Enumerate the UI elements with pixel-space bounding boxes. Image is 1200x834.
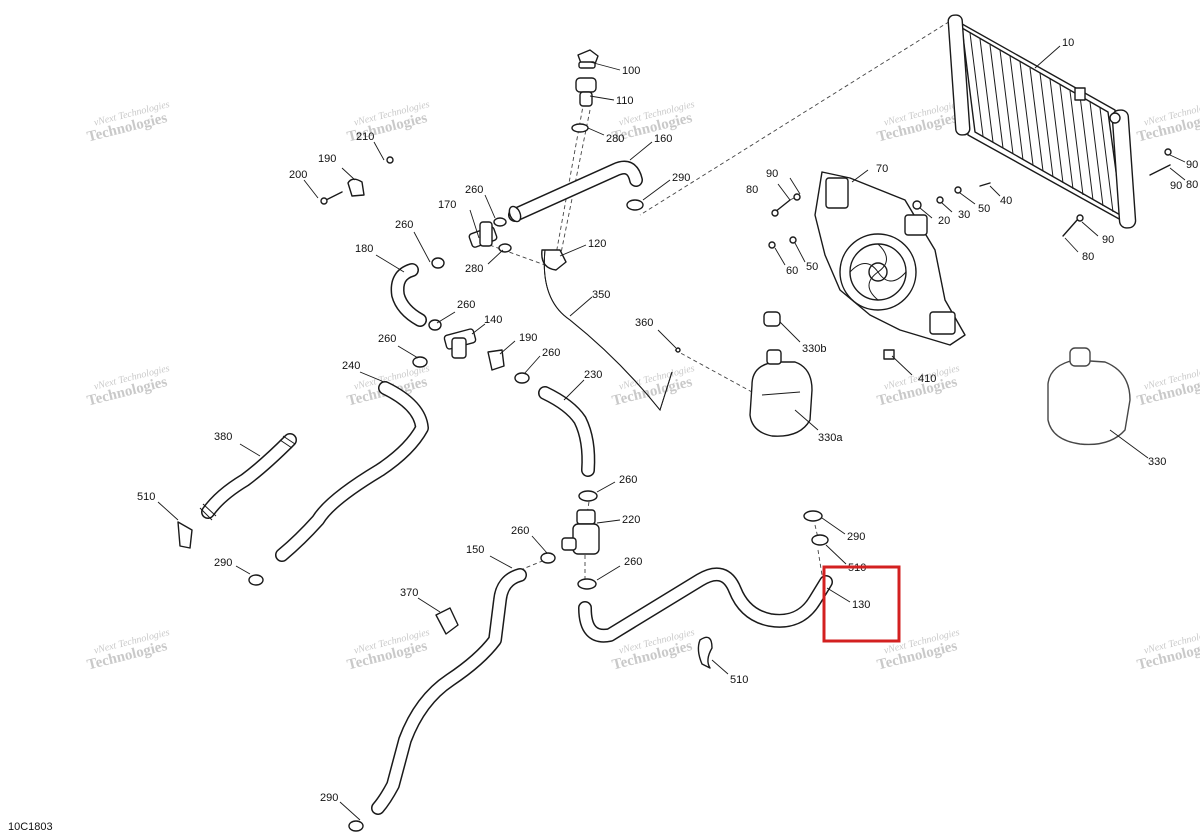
- callout-160[interactable]: 160: [654, 133, 672, 145]
- hose-230-part[interactable]: [538, 386, 596, 477]
- callout-290[interactable]: 290: [672, 172, 690, 184]
- callout-100[interactable]: 100: [622, 65, 640, 77]
- callout-410[interactable]: 410: [918, 373, 936, 385]
- callout-290[interactable]: 290: [320, 792, 338, 804]
- hose-clamp-part[interactable]: [571, 123, 589, 133]
- fan-assembly-part[interactable]: [814, 171, 966, 346]
- clamp-190-part[interactable]: [487, 349, 505, 371]
- callout-10[interactable]: 10: [1062, 37, 1074, 49]
- callout-370[interactable]: 370: [400, 587, 418, 599]
- callout-40[interactable]: 40: [1000, 195, 1012, 207]
- hose-240-part[interactable]: [275, 381, 429, 562]
- clamp-190-part[interactable]: [347, 178, 365, 197]
- hose-clamp-part[interactable]: [578, 490, 598, 502]
- callout-260[interactable]: 260: [542, 347, 560, 359]
- callout-30[interactable]: 30: [958, 209, 970, 221]
- watermark-layer: vNext Technologies Technologies vNext Te…: [85, 99, 1200, 673]
- callout-260[interactable]: 260: [457, 299, 475, 311]
- callout-260[interactable]: 260: [378, 333, 396, 345]
- callout-90[interactable]: 90: [1170, 180, 1182, 192]
- callout-200[interactable]: 200: [289, 169, 307, 181]
- callout-60[interactable]: 60: [786, 265, 798, 277]
- callout-260[interactable]: 260: [465, 184, 483, 196]
- thermostat-housing-part[interactable]: [540, 509, 600, 564]
- callout-50[interactable]: 50: [978, 203, 990, 215]
- callout-20[interactable]: 20: [938, 215, 950, 227]
- callout-280[interactable]: 280: [606, 133, 624, 145]
- hose-clamp-part[interactable]: [803, 510, 829, 546]
- clip-510-part[interactable]: [697, 636, 713, 669]
- callout-240[interactable]: 240: [342, 360, 360, 372]
- callout-380[interactable]: 380: [214, 431, 232, 443]
- screw-200-part[interactable]: [320, 191, 343, 205]
- callout-210[interactable]: 210: [356, 131, 374, 143]
- callout-260[interactable]: 260: [624, 556, 642, 568]
- callout-80[interactable]: 80: [1082, 251, 1094, 263]
- callout-90[interactable]: 90: [1102, 234, 1114, 246]
- callout-50[interactable]: 50: [806, 261, 818, 273]
- callout-280[interactable]: 280: [465, 263, 483, 275]
- callout-70[interactable]: 70: [876, 163, 888, 175]
- hose-130-part[interactable]: [578, 567, 833, 643]
- callout-360[interactable]: 360: [635, 317, 653, 329]
- overflow-line-350-part[interactable]: [543, 249, 681, 412]
- callout-140[interactable]: 140: [484, 314, 502, 326]
- callout-190[interactable]: 190: [519, 332, 537, 344]
- tee-fitting-140-part[interactable]: [443, 328, 477, 359]
- callout-120[interactable]: 120: [588, 238, 606, 250]
- leader-lines: [157, 45, 1186, 821]
- selection-highlight-box: [822, 565, 901, 643]
- callout-330b[interactable]: 330b: [802, 343, 826, 355]
- screw-210-part[interactable]: [386, 156, 394, 164]
- callout-330[interactable]: 330: [1148, 456, 1166, 468]
- hose-clamp-part[interactable]: [577, 578, 597, 590]
- callout-260[interactable]: 260: [395, 219, 413, 231]
- hose-380-part[interactable]: [199, 433, 297, 521]
- callout-290[interactable]: 290: [214, 557, 232, 569]
- callout-170[interactable]: 170: [438, 199, 456, 211]
- callout-150[interactable]: 150: [466, 544, 484, 556]
- callout-190[interactable]: 190: [318, 153, 336, 165]
- callout-80[interactable]: 80: [746, 184, 758, 196]
- callout-labels: 10 20 30 40 50 50 60 70 80 80 80 90 90 9…: [137, 37, 1198, 804]
- callout-90[interactable]: 90: [766, 168, 778, 180]
- callout-230[interactable]: 230: [584, 369, 602, 381]
- callout-110[interactable]: 110: [616, 95, 634, 107]
- callout-260[interactable]: 260: [619, 474, 637, 486]
- callout-80[interactable]: 80: [1186, 179, 1198, 191]
- callout-130[interactable]: 130: [852, 599, 870, 611]
- hose-clamp-part[interactable]: [248, 574, 364, 832]
- reservoir-cap-330b-part[interactable]: [763, 311, 781, 327]
- tee-fitting-part[interactable]: [468, 217, 512, 253]
- coolant-reservoir-330-part[interactable]: [1047, 347, 1131, 446]
- callout-350[interactable]: 350: [592, 289, 610, 301]
- hose-clamp-part[interactable]: [412, 257, 530, 384]
- callout-290[interactable]: 290: [847, 531, 865, 543]
- callout-510[interactable]: 510: [137, 491, 155, 503]
- callout-90[interactable]: 90: [1186, 159, 1198, 171]
- clip-510-part[interactable]: [177, 521, 193, 549]
- hose-150-part[interactable]: [371, 568, 527, 815]
- callout-180[interactable]: 180: [355, 243, 373, 255]
- clamp-370-part[interactable]: [435, 607, 459, 635]
- callout-220[interactable]: 220: [622, 514, 640, 526]
- fitting-120-part[interactable]: [541, 249, 567, 271]
- callout-330a[interactable]: 330a: [818, 432, 843, 444]
- radiator-cap-part[interactable]: [577, 49, 599, 69]
- coolant-reservoir-330a-part[interactable]: [749, 349, 813, 437]
- hose-clamp-part[interactable]: [626, 199, 644, 211]
- hose-180-part[interactable]: [390, 263, 427, 327]
- hose-160-part[interactable]: [507, 160, 643, 224]
- callout-510[interactable]: 510: [730, 674, 748, 686]
- diagram-reference-code: 10C1803: [8, 821, 53, 833]
- radiator-part[interactable]: [947, 14, 1137, 229]
- fastener-group: [768, 148, 1172, 360]
- filler-neck-part[interactable]: [575, 77, 597, 107]
- callout-260[interactable]: 260: [511, 525, 529, 537]
